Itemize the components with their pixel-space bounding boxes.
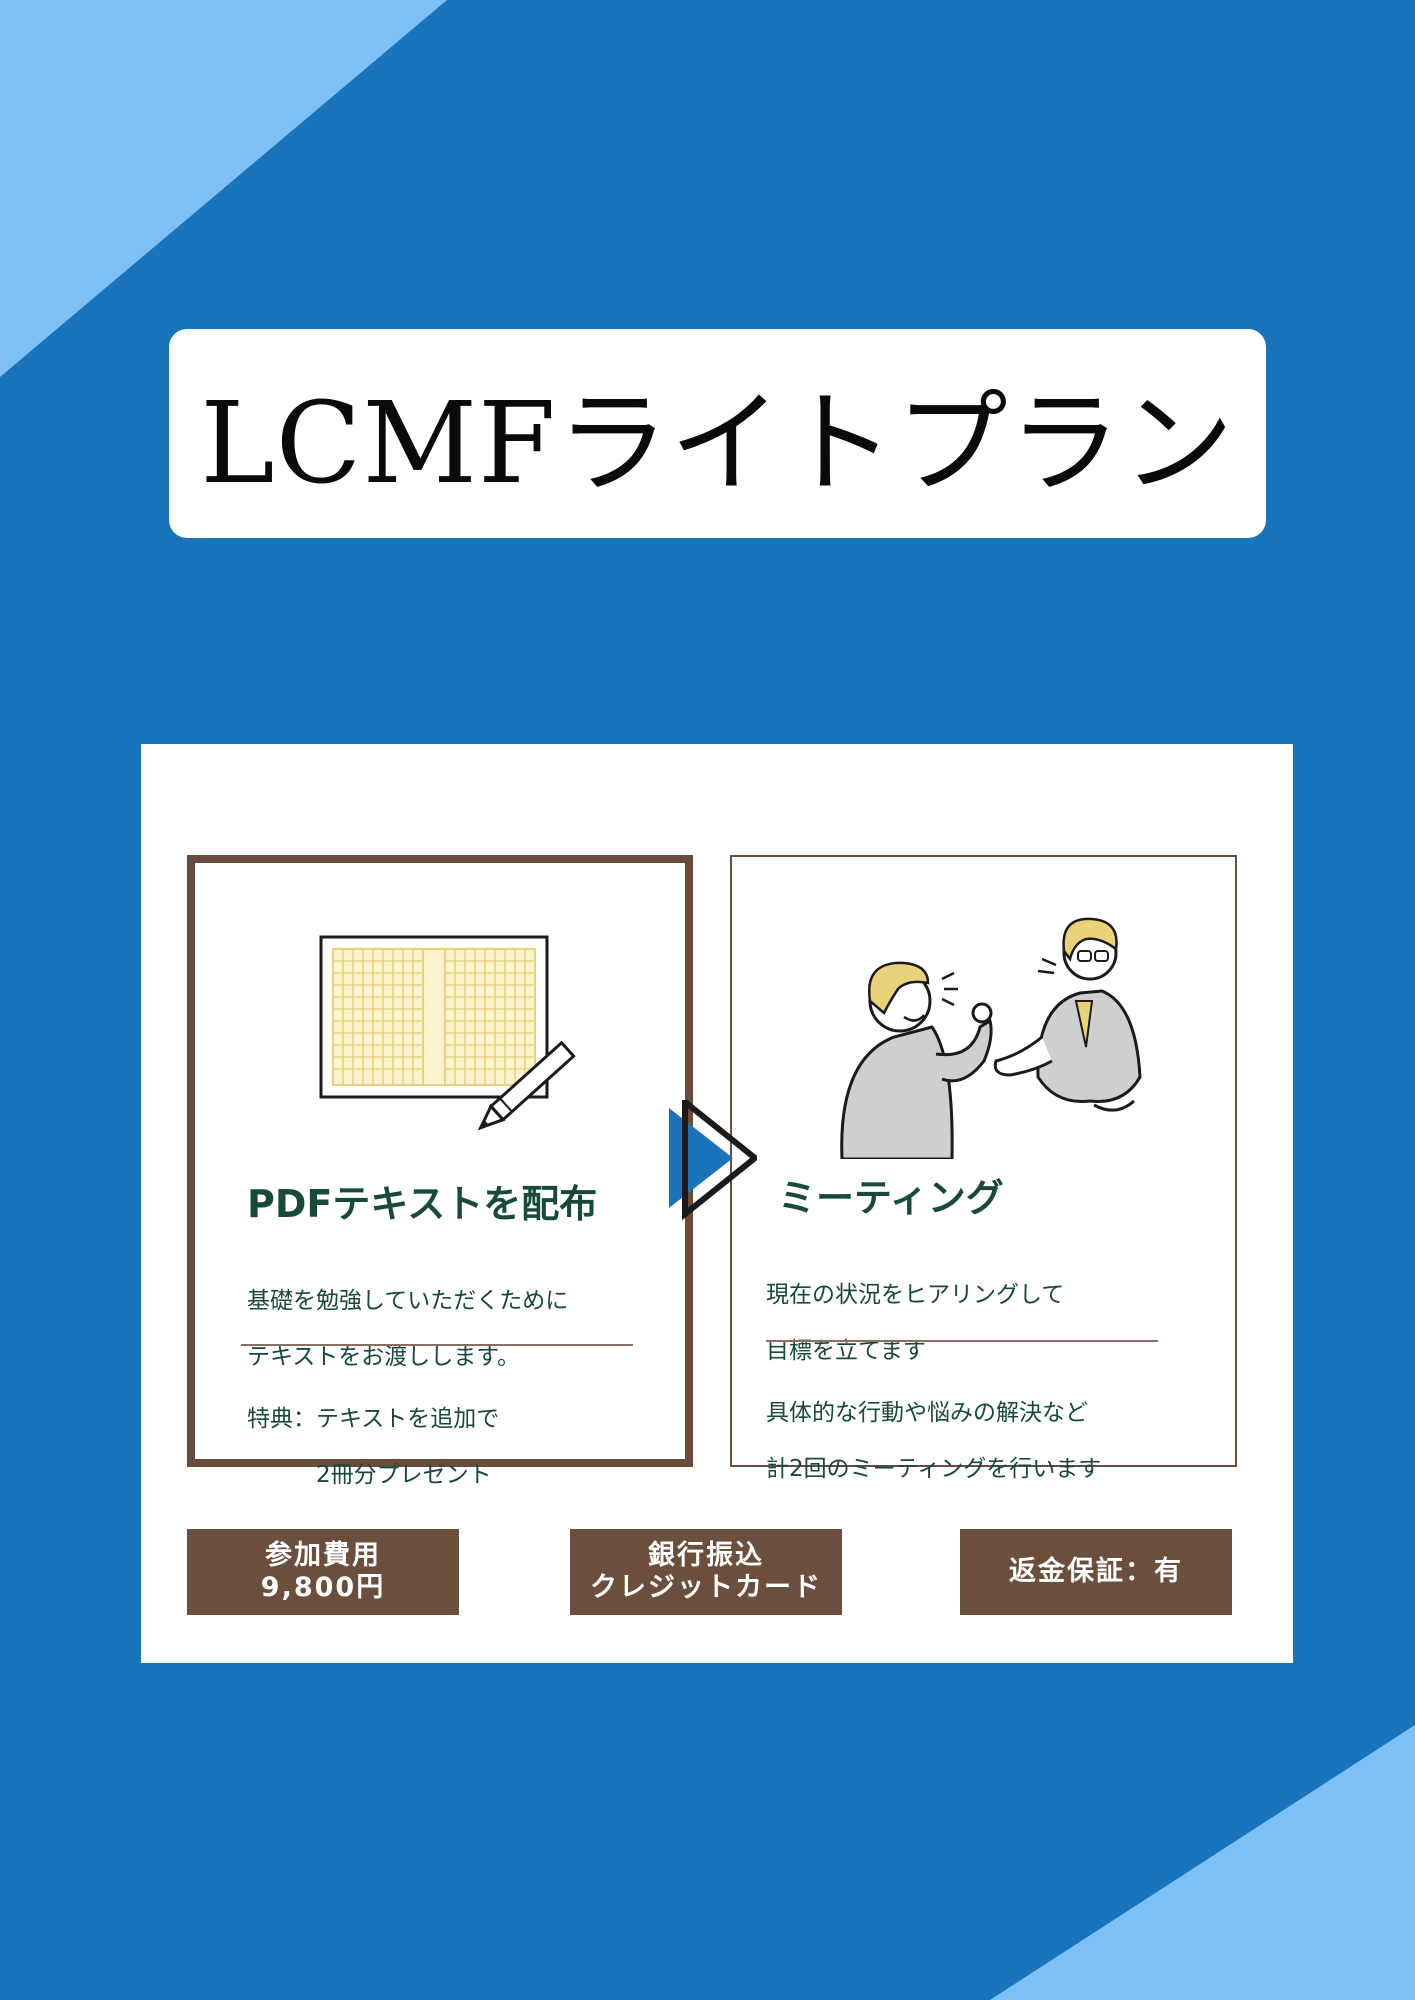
pdf-card-bonus: 特典：テキストを追加で 2冊分プレゼント bbox=[247, 1377, 499, 1517]
fee-badge: 参加費用 9,800円 bbox=[187, 1529, 459, 1615]
fee-badge-label: 参加費用 bbox=[265, 1540, 381, 1571]
meeting-detail-line: 具体的な行動や悩みの解決など bbox=[766, 1400, 1088, 1426]
meeting-card-divider bbox=[766, 1340, 1158, 1342]
payment-badge-card: クレジットカード bbox=[590, 1572, 822, 1603]
payment-badge-bank: 銀行振込 bbox=[648, 1540, 764, 1571]
page-title: LCMFライトプラン bbox=[200, 378, 1235, 509]
pdf-card-title: PDFテキストを配布 bbox=[247, 1182, 598, 1226]
top-left-corner-accent bbox=[0, 0, 447, 377]
pdf-bonus-line: 特典：テキストを追加で bbox=[247, 1406, 500, 1432]
refund-badge-text: 返金保証：有 bbox=[1009, 1556, 1183, 1587]
manuscript-paper-pencil-icon bbox=[319, 935, 576, 1131]
pdf-description-line: テキストをお渡しします。 bbox=[247, 1344, 521, 1370]
play-arrow-icon bbox=[669, 1100, 757, 1221]
refund-badge: 返金保証：有 bbox=[960, 1529, 1232, 1615]
plan-panel: PDFテキストを配布 基礎を勉強していただくために テキストをお渡しします。 特… bbox=[141, 744, 1293, 1663]
meeting-card-title: ミーティング bbox=[778, 1176, 1004, 1220]
meeting-card-description: 現在の状況をヒアリングして 目標を立てます bbox=[766, 1253, 1064, 1393]
pdf-bonus-line: 2冊分プレゼント bbox=[247, 1462, 492, 1488]
pdf-card-description: 基礎を勉強していただくために テキストをお渡しします。 bbox=[247, 1259, 568, 1399]
bottom-right-corner-accent bbox=[990, 1725, 1415, 2000]
meeting-description-line: 目標を立てます bbox=[766, 1338, 926, 1364]
fee-badge-amount: 9,800円 bbox=[260, 1572, 386, 1603]
meeting-card: ミーティング 現在の状況をヒアリングして 目標を立てます 具体的な行動や悩みの解… bbox=[730, 855, 1237, 1482]
pdf-card-divider bbox=[241, 1344, 633, 1346]
title-banner: LCMFライトプラン bbox=[169, 329, 1266, 538]
meeting-detail-line: 計2回のミーティングを行います bbox=[766, 1456, 1102, 1482]
two-businessmen-meeting-icon bbox=[840, 917, 1142, 1159]
meeting-card-detail: 具体的な行動や悩みの解決など 計2回のミーティングを行います bbox=[766, 1371, 1101, 1511]
pdf-description-line: 基礎を勉強していただくために bbox=[247, 1288, 569, 1314]
meeting-description-line: 現在の状況をヒアリングして bbox=[766, 1282, 1065, 1308]
payment-badge: 銀行振込 クレジットカード bbox=[570, 1529, 842, 1615]
pdf-text-card: PDFテキストを配布 基礎を勉強していただくために テキストをお渡しします。 特… bbox=[187, 855, 693, 1488]
